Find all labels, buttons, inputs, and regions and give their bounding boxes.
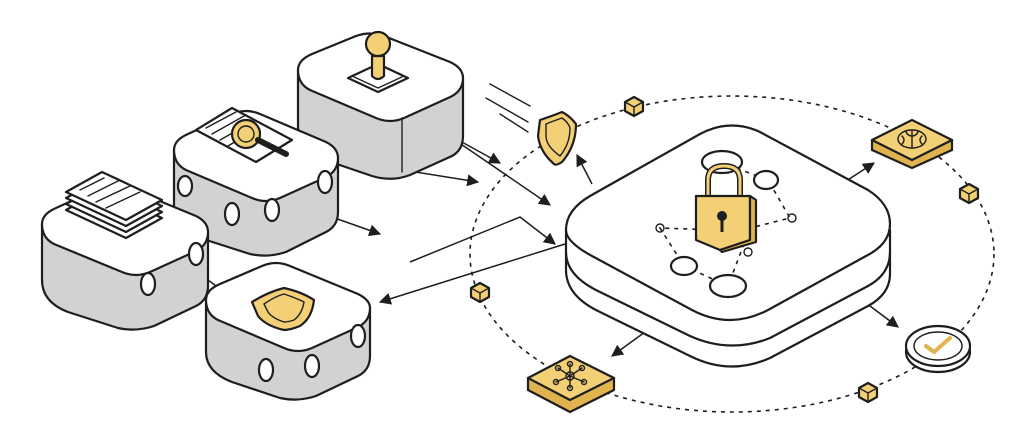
shield-icon [250, 286, 316, 332]
gold-cube-icon [857, 381, 879, 404]
speed-lines [485, 83, 531, 133]
connector-hub-to-network [611, 331, 646, 357]
document-stack-icon [64, 170, 164, 240]
stamp-icon [346, 30, 410, 94]
connector-hub-to-shield [576, 153, 593, 185]
network-tile [526, 354, 616, 414]
connector-main-feed [409, 216, 556, 263]
brain-icon [897, 129, 927, 149]
magnifier-block [172, 106, 340, 257]
documents-block [40, 170, 210, 331]
checkmark-icon [924, 336, 952, 354]
gold-cube-icon [469, 281, 491, 304]
gold-cube-icon [958, 182, 980, 205]
network-icon [552, 360, 588, 392]
brain-tile [870, 118, 954, 170]
shield-icon [536, 110, 578, 166]
padlock-icon [694, 162, 758, 254]
connector-hub-to-shield-block [378, 243, 566, 305]
central-hub [564, 124, 892, 368]
checkmark-coin [904, 324, 972, 374]
orbit-ring [469, 95, 995, 413]
gold-cube-icon [623, 95, 645, 118]
magnifier-document-icon [194, 106, 294, 164]
connector-stamp-to-hub [454, 139, 551, 206]
shield-block [204, 261, 372, 401]
